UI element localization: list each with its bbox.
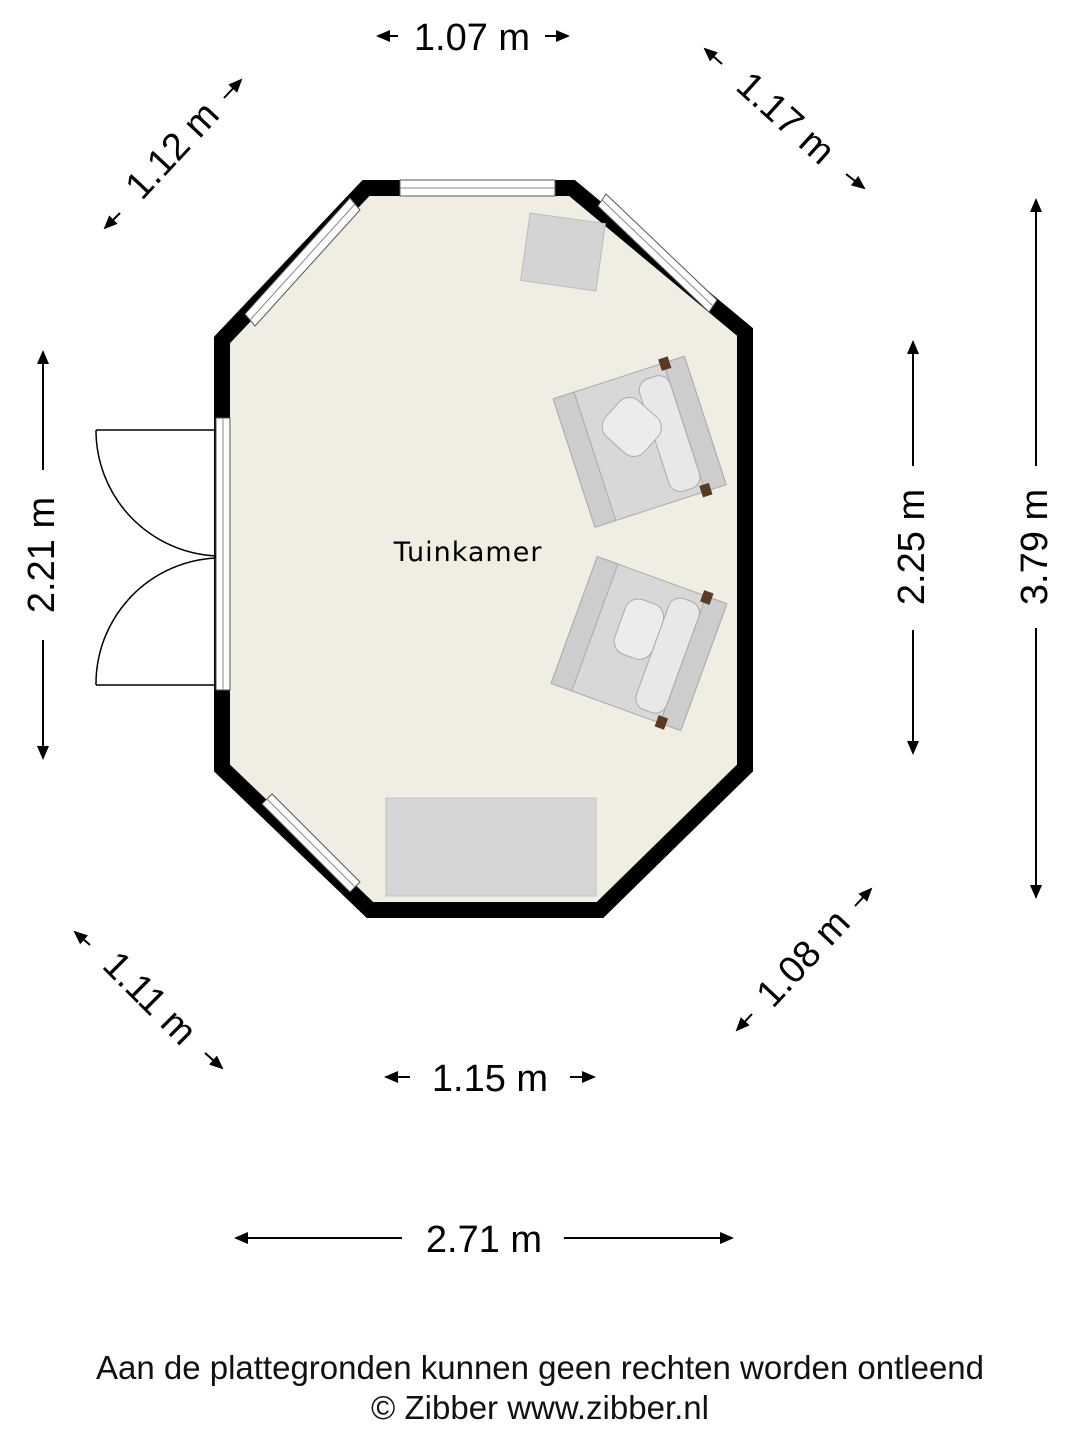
svg-text:1.17 m: 1.17 m	[728, 64, 842, 173]
dimension-total-width: 2.71 m	[234, 1219, 734, 1261]
dimension-right-inner: 2.25 m	[891, 340, 933, 755]
svg-text:1.07 m: 1.07 m	[414, 17, 530, 59]
svg-text:1.08 m: 1.08 m	[749, 902, 859, 1016]
armchair-upper	[552, 355, 727, 528]
armchair-lower	[550, 555, 728, 732]
room-label: Tuinkamer	[393, 537, 543, 568]
window-top	[399, 179, 556, 197]
bench	[385, 797, 597, 897]
dimension-bottom-right: 1.08 m	[735, 887, 873, 1032]
svg-text:1.15 m: 1.15 m	[432, 1058, 548, 1100]
svg-text:2.71 m: 2.71 m	[426, 1219, 542, 1261]
dimension-top: 1.07 m	[376, 17, 570, 59]
dimension-bottom: 1.15 m	[384, 1058, 596, 1100]
double-door	[95, 417, 231, 691]
window-top-left	[244, 197, 361, 327]
side-table	[520, 212, 606, 292]
dimension-right-total: 3.79 m	[1014, 198, 1056, 899]
window-bottom-left	[261, 793, 361, 893]
svg-text:2.25 m: 2.25 m	[891, 489, 933, 605]
dimension-bottom-left: 1.11 m	[73, 930, 224, 1070]
svg-text:2.21 m: 2.21 m	[21, 497, 63, 613]
footer: Aan de plattegronden kunnen geen rechten…	[0, 1348, 1080, 1428]
window-top-right	[597, 193, 718, 313]
svg-text:3.79 m: 3.79 m	[1014, 489, 1056, 605]
dimension-left: 2.21 m	[21, 350, 63, 760]
dimension-top-right: 1.17 m	[703, 47, 866, 190]
copyright-text: © Zibber www.zibber.nl	[371, 1389, 709, 1426]
dimension-top-left: 1.12 m	[103, 78, 243, 230]
svg-text:1.11 m: 1.11 m	[94, 944, 204, 1054]
disclaimer-text: Aan de plattegronden kunnen geen rechten…	[95, 1349, 985, 1386]
svg-text:1.12 m: 1.12 m	[118, 94, 228, 208]
